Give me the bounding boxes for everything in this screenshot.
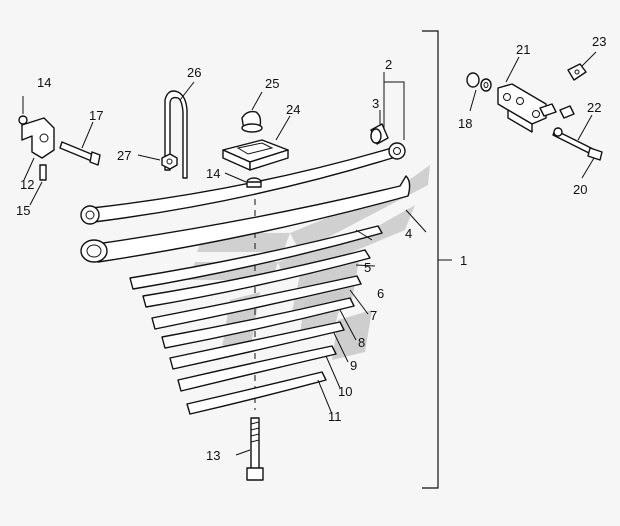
center-nut [246, 177, 262, 188]
leader-lines [22, 51, 597, 456]
callout-labels: 1 2 3 4 5 6 7 8 9 10 11 12 13 14 14 15 1… [16, 34, 606, 463]
callout-13: 13 [206, 448, 220, 463]
leaf-10 [177, 345, 337, 392]
center-bolt [246, 417, 264, 481]
callout-14-center: 14 [206, 166, 220, 181]
callout-12: 12 [20, 177, 34, 192]
callout-18: 18 [458, 116, 472, 131]
assembly-bracket [422, 30, 439, 489]
callout-25: 25 [265, 76, 279, 91]
shackle [497, 83, 547, 133]
callout-4: 4 [405, 226, 412, 241]
front-hanger [18, 115, 101, 181]
leaf-5 [129, 225, 383, 290]
spring-pad [222, 139, 289, 171]
leaf-8 [161, 297, 355, 349]
callout-23: 23 [592, 34, 606, 49]
callout-2: 2 [385, 57, 392, 72]
callout-22: 22 [587, 100, 601, 115]
callout-24: 24 [286, 102, 300, 117]
u-bolt [164, 90, 188, 179]
shackle-pin [539, 103, 603, 161]
leaf-11 [186, 371, 327, 415]
leaf-6 [142, 249, 371, 308]
callout-10: 10 [338, 384, 352, 399]
callout-14-hanger: 14 [37, 75, 51, 90]
callout-3: 3 [372, 96, 379, 111]
leaf-stack [129, 225, 383, 415]
callout-27: 27 [117, 148, 131, 163]
callout-11: 11 [328, 409, 342, 424]
washer [466, 72, 492, 92]
u-bolt-nut [161, 153, 178, 170]
callout-6: 6 [377, 286, 384, 301]
callout-9: 9 [350, 358, 357, 373]
callout-15: 15 [16, 203, 30, 218]
leaf-4 [80, 175, 411, 263]
callout-17: 17 [89, 108, 103, 123]
callout-26: 26 [187, 65, 201, 80]
callout-21: 21 [516, 42, 530, 57]
callout-5: 5 [364, 260, 371, 275]
callout-20: 20 [573, 182, 587, 197]
callout-1: 1 [460, 253, 467, 268]
leaf-7 [151, 275, 362, 330]
bump-stop [241, 110, 263, 133]
callout-7: 7 [370, 308, 377, 323]
callout-8: 8 [358, 335, 365, 350]
leaf-9 [169, 321, 345, 370]
bushing [370, 123, 389, 145]
grease-fitting [567, 63, 587, 81]
